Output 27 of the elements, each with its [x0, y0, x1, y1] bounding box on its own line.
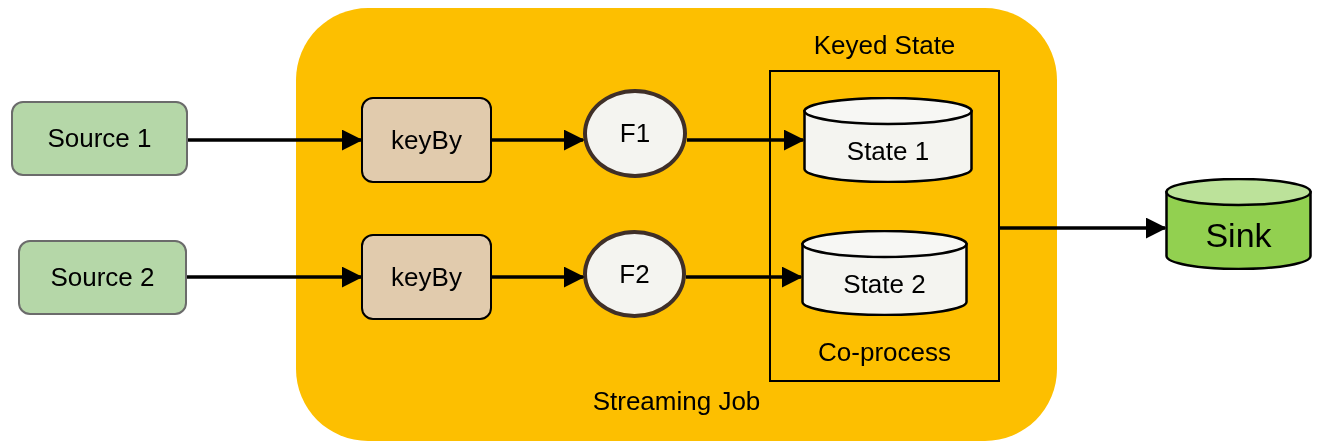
database-cylinder	[1165, 178, 1312, 270]
job-panel	[296, 8, 1057, 441]
operator-box	[361, 234, 492, 320]
node-label: keyBy	[391, 260, 462, 294]
database-cylinder	[803, 97, 973, 183]
node-label: F1	[619, 117, 651, 150]
node-label: Source 1	[47, 122, 152, 155]
node-label: State 1	[846, 134, 930, 168]
arrow	[492, 129, 585, 151]
node-label: State 2	[843, 267, 926, 301]
arrow	[1000, 217, 1167, 239]
group-label: Co-process	[818, 336, 951, 369]
node-label: Source 2	[50, 261, 155, 294]
arrow	[686, 266, 803, 288]
database-cylinder	[801, 230, 968, 316]
group-heading: Keyed State	[813, 29, 956, 62]
arrow	[492, 266, 585, 288]
arrow	[687, 129, 805, 151]
arrow	[187, 266, 363, 288]
arrow	[188, 129, 363, 151]
source-box	[18, 240, 187, 315]
panel-label: Streaming Job	[592, 385, 761, 418]
operator-box	[361, 97, 492, 183]
node-label: Sink	[1205, 214, 1272, 256]
node-label: F2	[619, 257, 650, 291]
node-label: keyBy	[391, 123, 462, 157]
source-box	[11, 101, 188, 176]
